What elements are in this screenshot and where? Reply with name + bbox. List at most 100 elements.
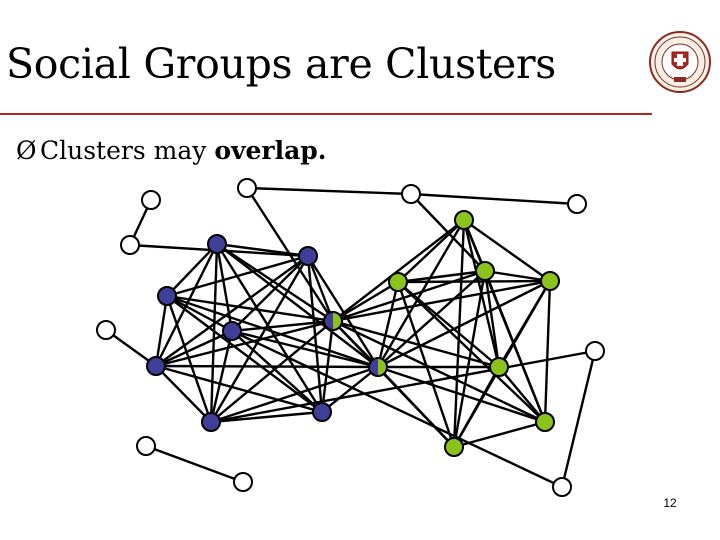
graph-edge: [410, 192, 578, 206]
graph-node-b3: [157, 286, 177, 306]
graph-edge: [166, 294, 233, 333]
graph-edge: [498, 366, 546, 423]
graph-edge: [483, 270, 547, 423]
graph-node-b1: [207, 234, 227, 254]
graph-edge: [210, 365, 379, 424]
graph-node-b6: [312, 402, 332, 422]
graph-edge: [396, 281, 456, 448]
graph-node-b4: [222, 321, 242, 341]
graph-edge: [155, 255, 309, 367]
graph-edge: [332, 319, 546, 424]
graph-edges: [105, 186, 597, 489]
graph-node-g1: [454, 210, 474, 230]
graph-edge: [145, 444, 244, 484]
graph-edge: [332, 279, 551, 323]
graph-edge: [154, 295, 169, 367]
graph-edge: [231, 255, 309, 332]
bullet-arrow-icon: Ø: [16, 136, 37, 165]
graph-node-w3: [96, 320, 116, 340]
graph-edge: [105, 329, 157, 367]
graph-edge: [397, 281, 546, 423]
graph-edge: [377, 279, 551, 369]
graph-edge: [166, 243, 218, 297]
graph-edge: [332, 219, 465, 322]
graph-edge: [453, 420, 546, 449]
graph-edge: [377, 365, 546, 424]
graph-edge: [306, 255, 335, 322]
page-number: 12: [663, 496, 677, 510]
graph-edge: [321, 366, 379, 413]
graph-edge: [155, 364, 379, 369]
graph-edge: [165, 295, 213, 423]
graph-edge: [484, 269, 551, 283]
graph-edge: [483, 270, 501, 368]
graph-edge: [216, 242, 309, 258]
graph-edge: [543, 280, 552, 423]
graph-edge: [231, 319, 334, 333]
graph-edge: [210, 349, 596, 424]
bullet-emphasis: overlap.: [214, 136, 327, 165]
graph-edge: [231, 330, 323, 413]
graph-node-g6: [535, 412, 555, 432]
graph-edge: [231, 329, 379, 369]
graph-edge: [210, 410, 323, 424]
graph-node-w9: [567, 194, 587, 214]
graph-edge: [332, 280, 399, 323]
graph-edge: [155, 364, 323, 414]
slide-title: Social Groups are Clusters: [6, 40, 557, 88]
graph-edge: [397, 269, 486, 284]
graph-node-w7: [401, 184, 421, 204]
title-rule: [0, 113, 652, 115]
graph-edge: [166, 295, 323, 413]
graph-node-b5: [146, 356, 166, 376]
graph-edge: [155, 329, 233, 368]
graph-edge: [246, 186, 412, 196]
graph-edge: [377, 270, 486, 368]
graph-node-w1: [141, 190, 161, 210]
graph-edge: [463, 219, 551, 282]
graph-edge: [560, 350, 597, 488]
graph-node-o1: [323, 311, 343, 331]
graph-node-b7: [201, 412, 221, 432]
graph-edge: [155, 319, 334, 368]
graph-edge: [397, 279, 551, 284]
graph-edge: [306, 255, 380, 368]
graph-edge: [166, 294, 379, 369]
graph-node-w5: [233, 472, 253, 492]
university-seal-logo: [649, 31, 711, 93]
graph-node-g5: [489, 357, 509, 377]
graph-edge: [452, 366, 501, 448]
graph-edge: [332, 319, 500, 369]
bullet-text: Clusters may: [40, 136, 215, 165]
graph-node-g3: [388, 272, 408, 292]
graph-edge: [210, 320, 334, 423]
graph-node-w2: [120, 235, 140, 255]
graph-edge: [376, 219, 466, 368]
graph-edge: [332, 269, 486, 323]
graph-edge: [377, 366, 455, 448]
graph-edge: [397, 219, 465, 283]
graph-edge: [216, 243, 379, 368]
graph-node-o2: [368, 357, 388, 377]
graph-edge: [209, 330, 234, 423]
graph-edge: [452, 270, 487, 448]
graph-node-w6: [237, 178, 257, 198]
graph-node-w4: [136, 436, 156, 456]
graph-edge: [209, 243, 219, 423]
graph-edge: [155, 365, 212, 423]
graph-node-b2: [298, 246, 318, 266]
graph-edge: [376, 281, 400, 368]
graph-edge: [320, 320, 335, 413]
graph-node-g4: [540, 271, 560, 291]
graph-edge: [166, 254, 309, 298]
graph-edge: [154, 243, 219, 367]
graph-edge: [397, 281, 500, 368]
graph-edge: [166, 294, 334, 323]
graph-node-g2: [475, 261, 495, 281]
graph-node-w10: [585, 341, 605, 361]
graph-nodes: [96, 178, 605, 497]
graph-node-g7: [444, 437, 464, 457]
graph-node-w8: [552, 477, 572, 497]
